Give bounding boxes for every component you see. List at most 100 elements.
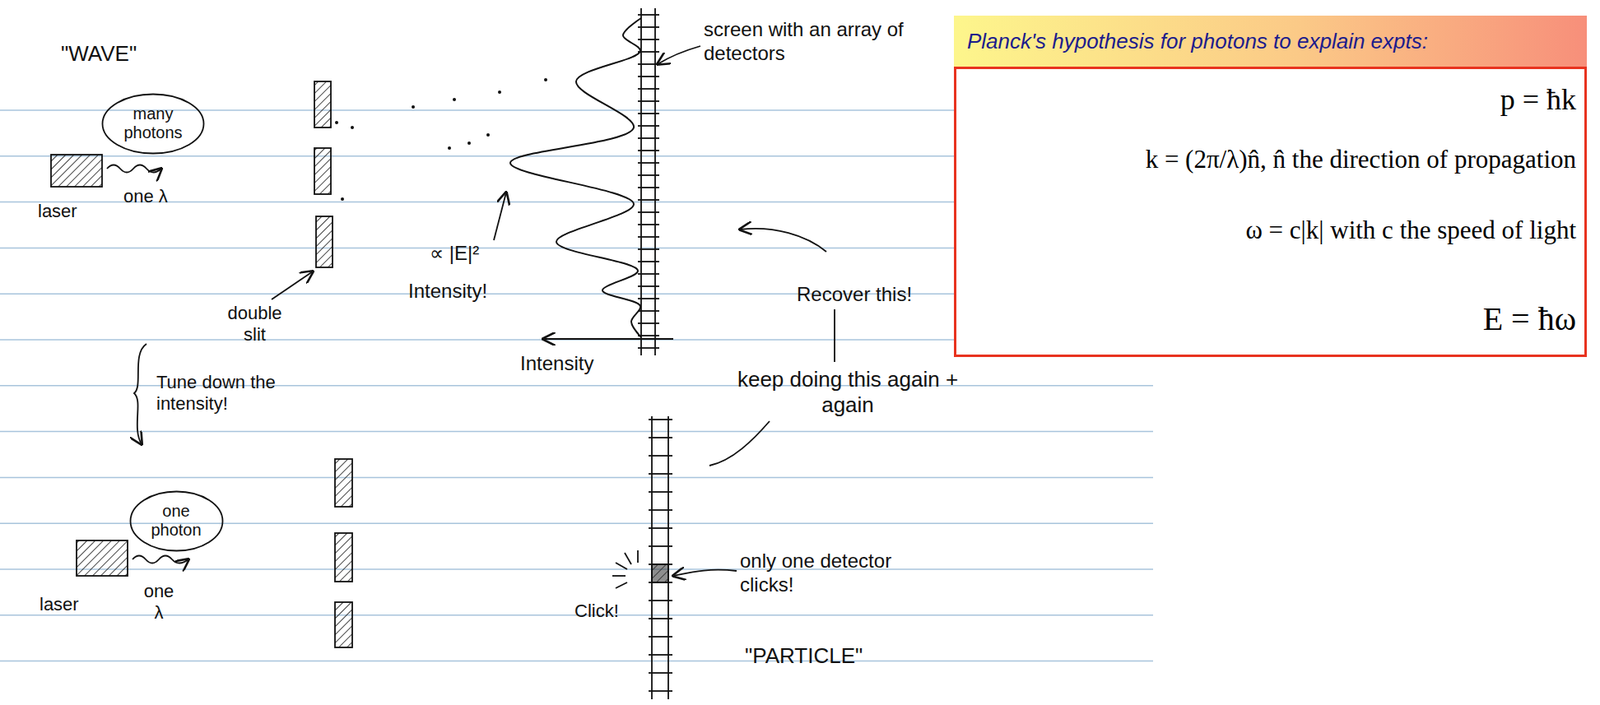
photon-wave-arrow bbox=[106, 165, 162, 173]
slit-barrier bbox=[314, 81, 353, 648]
bubble-outline bbox=[130, 491, 223, 551]
wave-dot bbox=[544, 78, 548, 82]
detector-screen bbox=[637, 186, 660, 189]
wavelength-label: one λ bbox=[123, 186, 168, 208]
box-title: Planck's hypothesis for photons to expla… bbox=[967, 28, 1428, 55]
detector-screen bbox=[637, 174, 660, 177]
leader-line bbox=[543, 338, 674, 340]
laser-label: laser bbox=[37, 200, 78, 223]
detector-screen bbox=[648, 509, 673, 512]
detector-screen bbox=[637, 273, 660, 275]
clicked-detector bbox=[651, 564, 669, 583]
detector-screen bbox=[648, 473, 673, 475]
box-body: p = ħk k = (2π/λ)n̂, n̂ the direction of … bbox=[953, 66, 1587, 358]
ruled-line bbox=[0, 660, 1154, 663]
detector-screen bbox=[648, 527, 673, 530]
detector-screen bbox=[637, 223, 660, 226]
leader-line bbox=[709, 421, 770, 466]
formula-line: E = ħω bbox=[1483, 299, 1577, 339]
box-header: Planck's hypothesis for photons to expla… bbox=[953, 15, 1587, 67]
detector-screen bbox=[648, 563, 673, 566]
detector-screen bbox=[637, 149, 660, 152]
bubble-text: many photons bbox=[120, 104, 187, 143]
clicked-detector bbox=[651, 564, 669, 583]
wave-dot bbox=[497, 90, 502, 94]
photon-bubble: one photon bbox=[129, 490, 224, 553]
detector-screen bbox=[648, 600, 673, 602]
axis-label: Intensity bbox=[520, 352, 594, 377]
detector-screen bbox=[637, 260, 660, 263]
detector-screen bbox=[637, 125, 660, 127]
detector-screen bbox=[637, 211, 660, 214]
slit-barrier bbox=[316, 216, 333, 268]
formula-line: p = ħk bbox=[1500, 82, 1577, 117]
detector-screen bbox=[637, 88, 660, 90]
ruled-line bbox=[0, 568, 1154, 571]
detector-screen bbox=[654, 8, 656, 356]
detector-screen bbox=[648, 672, 673, 675]
instruction-note: Tune down the intensity! bbox=[156, 372, 298, 416]
detector-note: only one detector clicks! bbox=[739, 549, 938, 598]
wave-dot bbox=[334, 120, 339, 125]
detector-screen bbox=[637, 347, 660, 349]
detector-screen bbox=[648, 618, 673, 620]
detector-screen bbox=[648, 437, 673, 439]
slit-barrier bbox=[314, 81, 331, 128]
wavelength-label: one λ bbox=[139, 581, 178, 625]
detector-screen bbox=[637, 75, 660, 78]
slit-barrier bbox=[314, 148, 331, 195]
leader-line bbox=[657, 46, 701, 65]
wave-dot bbox=[334, 78, 548, 201]
interference-curve bbox=[510, 18, 642, 338]
slit-barrier bbox=[334, 602, 353, 648]
heading-note: "PARTICLE" bbox=[744, 643, 863, 670]
bubble-outline bbox=[102, 93, 205, 154]
detector-screen bbox=[637, 26, 660, 28]
bracket-arrow bbox=[134, 344, 147, 445]
laser-symbol bbox=[51, 154, 103, 187]
click-burst bbox=[612, 575, 626, 577]
recover-note: Recover this! bbox=[796, 283, 912, 307]
leader-line bbox=[673, 570, 737, 577]
detector-screen bbox=[637, 38, 660, 41]
detector-screen bbox=[637, 137, 660, 140]
detector-screen bbox=[637, 236, 660, 238]
detector-screen bbox=[637, 162, 660, 164]
leader-line bbox=[271, 271, 313, 300]
ruled-line bbox=[0, 431, 1154, 433]
formula-line: ω = c|k| with c the speed of light bbox=[1245, 215, 1577, 246]
detector-screen bbox=[637, 248, 660, 251]
detector-screen bbox=[637, 63, 660, 66]
intensity-note: Intensity! bbox=[408, 279, 488, 304]
formula-box: Planck's hypothesis for photons to expla… bbox=[953, 15, 1587, 358]
wave-dot bbox=[411, 105, 415, 109]
intensity-formula: ∝ |E|² bbox=[429, 241, 480, 266]
detector-screen bbox=[637, 310, 660, 312]
bracket-arrow bbox=[134, 344, 147, 445]
photon-bubble: many photons bbox=[101, 93, 205, 155]
leader-line bbox=[739, 228, 827, 252]
detector-screen bbox=[637, 100, 660, 103]
click-burst bbox=[615, 582, 628, 589]
detector-screen bbox=[637, 199, 660, 201]
laser-symbol bbox=[76, 540, 128, 577]
bubble-text: one photon bbox=[146, 502, 206, 540]
slit-barrier bbox=[334, 459, 353, 507]
detector-screen bbox=[637, 285, 660, 288]
detector-screen bbox=[648, 545, 673, 548]
slit-label: double slit bbox=[215, 302, 294, 347]
detector-screen bbox=[648, 690, 673, 693]
leader-line bbox=[271, 46, 835, 577]
leader-line bbox=[493, 192, 507, 241]
photon-wave-arrow bbox=[132, 556, 189, 564]
wave-dot bbox=[486, 133, 490, 137]
wave-dot bbox=[340, 197, 345, 201]
formula-line: k = (2π/λ)n̂, n̂ the direction of propag… bbox=[1145, 144, 1577, 175]
leader-line bbox=[833, 309, 836, 363]
detector-screen bbox=[648, 581, 673, 584]
detector-screen bbox=[637, 8, 673, 700]
click-burst bbox=[615, 562, 628, 570]
ruled-line bbox=[0, 477, 1154, 480]
detector-screen bbox=[648, 636, 673, 638]
